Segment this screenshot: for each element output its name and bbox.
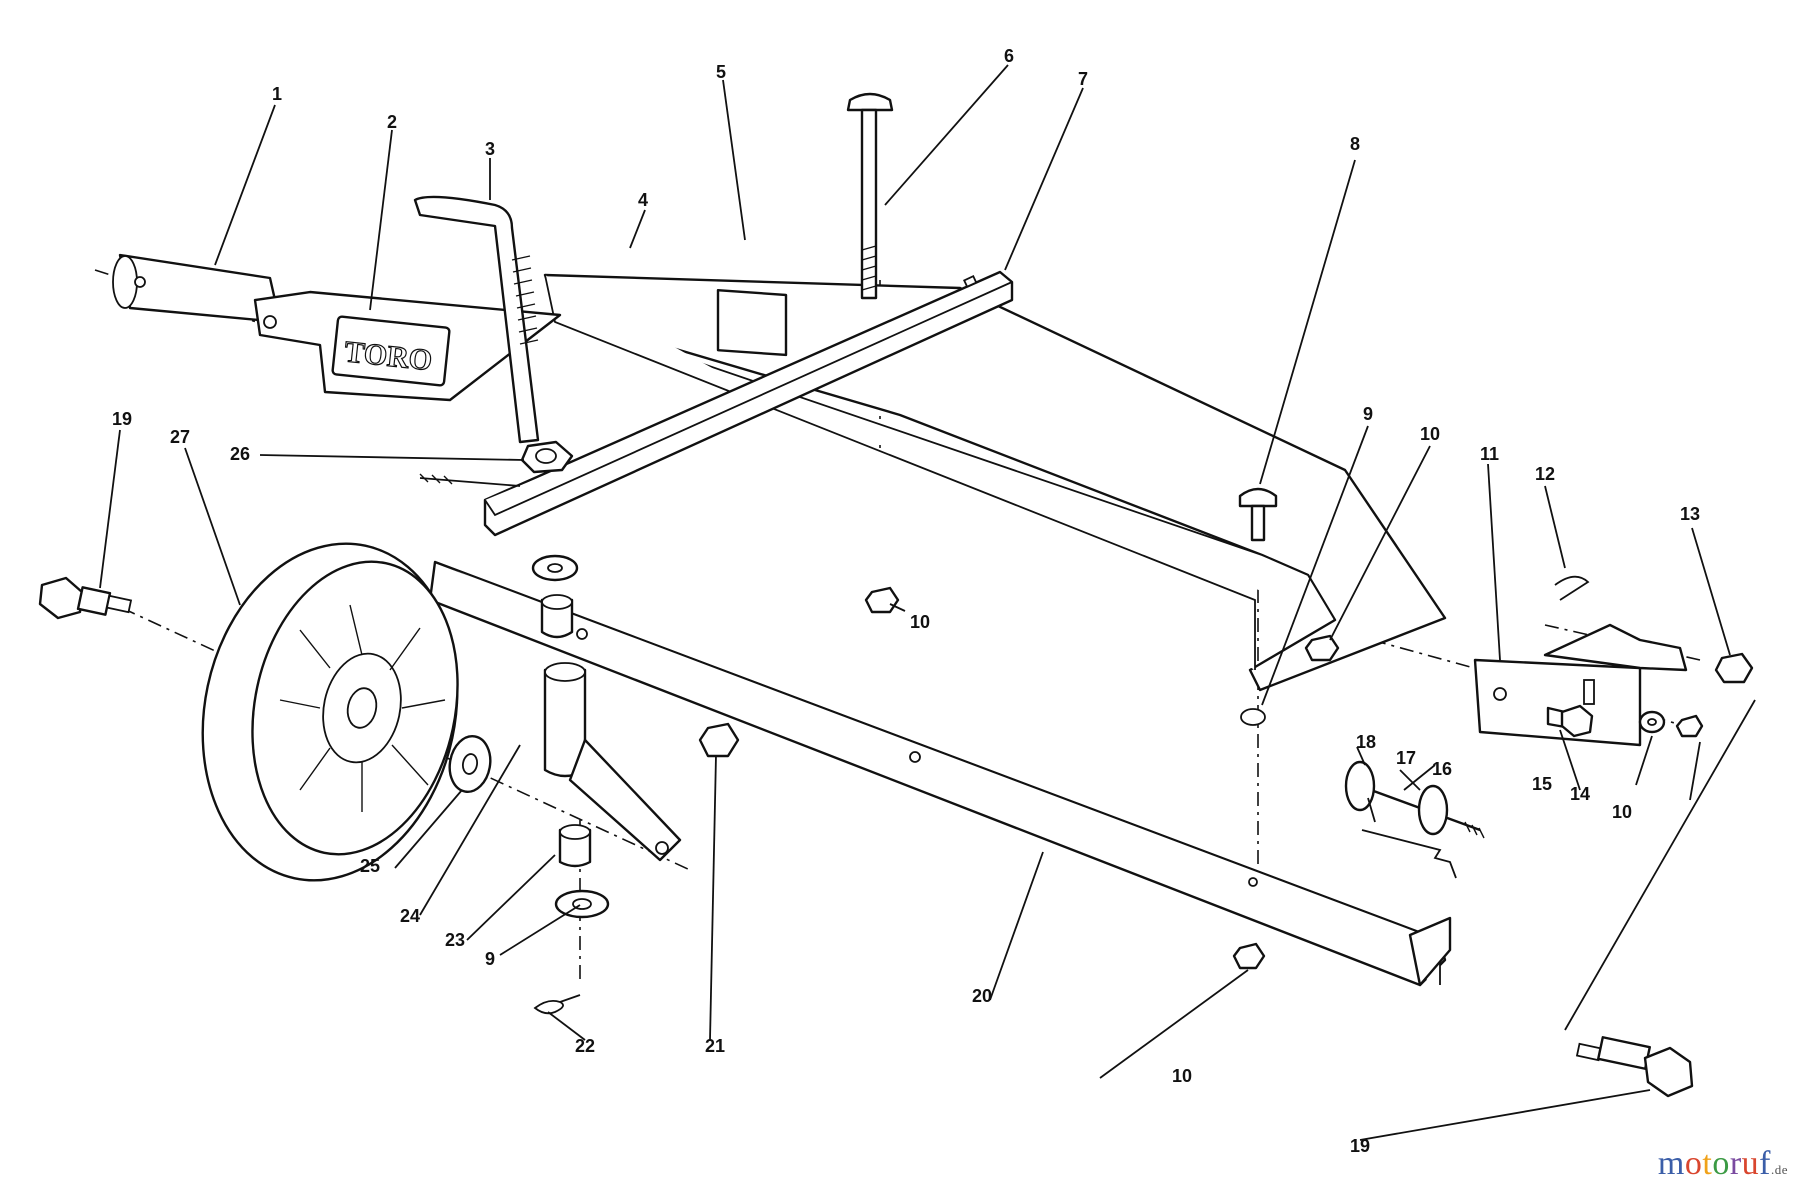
short-carriage-bolt	[1238, 487, 1278, 542]
callout-10-top: 10	[1420, 424, 1440, 444]
callout-9-lower: 9	[485, 949, 495, 969]
callout-6: 6	[1004, 46, 1014, 66]
nut-26	[419, 440, 574, 487]
watermark-letter: o	[1712, 1145, 1730, 1182]
rear-bracket	[1473, 575, 1754, 747]
callout-11: 11	[1480, 444, 1499, 464]
leader-lines	[99, 64, 1756, 1141]
callout-13: 13	[1680, 504, 1700, 524]
callout-9-upper: 9	[1363, 404, 1373, 424]
callout-25: 25	[360, 856, 380, 876]
plate	[716, 289, 788, 357]
crossbar	[483, 270, 1014, 537]
frame-body	[543, 273, 1447, 692]
callout-19-right: 19	[1350, 1136, 1370, 1156]
callout-3: 3	[485, 139, 495, 159]
watermark-suffix: .de	[1770, 1162, 1788, 1177]
callout-4: 4	[638, 190, 648, 210]
callout-17: 17	[1396, 748, 1416, 768]
watermark-brand: motoruf	[1658, 1145, 1771, 1182]
callouts: 1 2 3 4 5 6 7 8 9 9 10 10 10 10 11 12 13…	[112, 46, 1700, 1156]
callout-14: 14	[1570, 784, 1590, 804]
callout-19-left: 19	[112, 409, 132, 429]
long-carriage-bolt	[846, 92, 894, 300]
toro-logo-plate: TORO	[331, 315, 451, 387]
watermark-letter: o	[1684, 1145, 1703, 1182]
callout-24: 24	[400, 906, 420, 926]
callout-1: 1	[272, 84, 282, 104]
callout-12: 12	[1535, 464, 1555, 484]
callout-20: 20	[972, 986, 992, 1006]
watermark-letter: r	[1729, 1145, 1742, 1182]
callout-23: 23	[445, 930, 465, 950]
callout-26: 26	[230, 444, 250, 464]
axle-assembly	[1344, 760, 1485, 879]
callout-21: 21	[705, 1036, 725, 1056]
callout-2: 2	[387, 112, 397, 132]
callout-8: 8	[1350, 134, 1360, 154]
callout-22: 22	[575, 1036, 595, 1056]
pivot-stack	[531, 554, 682, 919]
wheel	[201, 542, 459, 882]
callout-10-middle: 10	[910, 612, 930, 632]
callout-10-right: 10	[1612, 802, 1632, 822]
watermark-letter: u	[1741, 1145, 1760, 1182]
nuts	[698, 586, 1704, 970]
callout-27: 27	[170, 427, 190, 447]
washer-25	[448, 735, 492, 793]
callout-10-bottom: 10	[1172, 1066, 1192, 1086]
cotter-pin	[533, 994, 581, 1015]
callout-7: 7	[1078, 69, 1088, 89]
callout-15: 15	[1532, 774, 1552, 794]
callout-18: 18	[1356, 732, 1376, 752]
callout-5: 5	[716, 62, 726, 82]
adjust-rod	[413, 195, 540, 444]
shoulder-bolt-left	[38, 576, 133, 620]
watermark-letter: f	[1759, 1145, 1771, 1182]
motoruf-watermark: motoruf.de	[1658, 1145, 1788, 1183]
callout-16: 16	[1432, 759, 1452, 779]
watermark-letter: t	[1702, 1145, 1713, 1182]
shoulder-bolt-right	[1575, 1036, 1694, 1098]
watermark-letter: m	[1657, 1145, 1685, 1182]
